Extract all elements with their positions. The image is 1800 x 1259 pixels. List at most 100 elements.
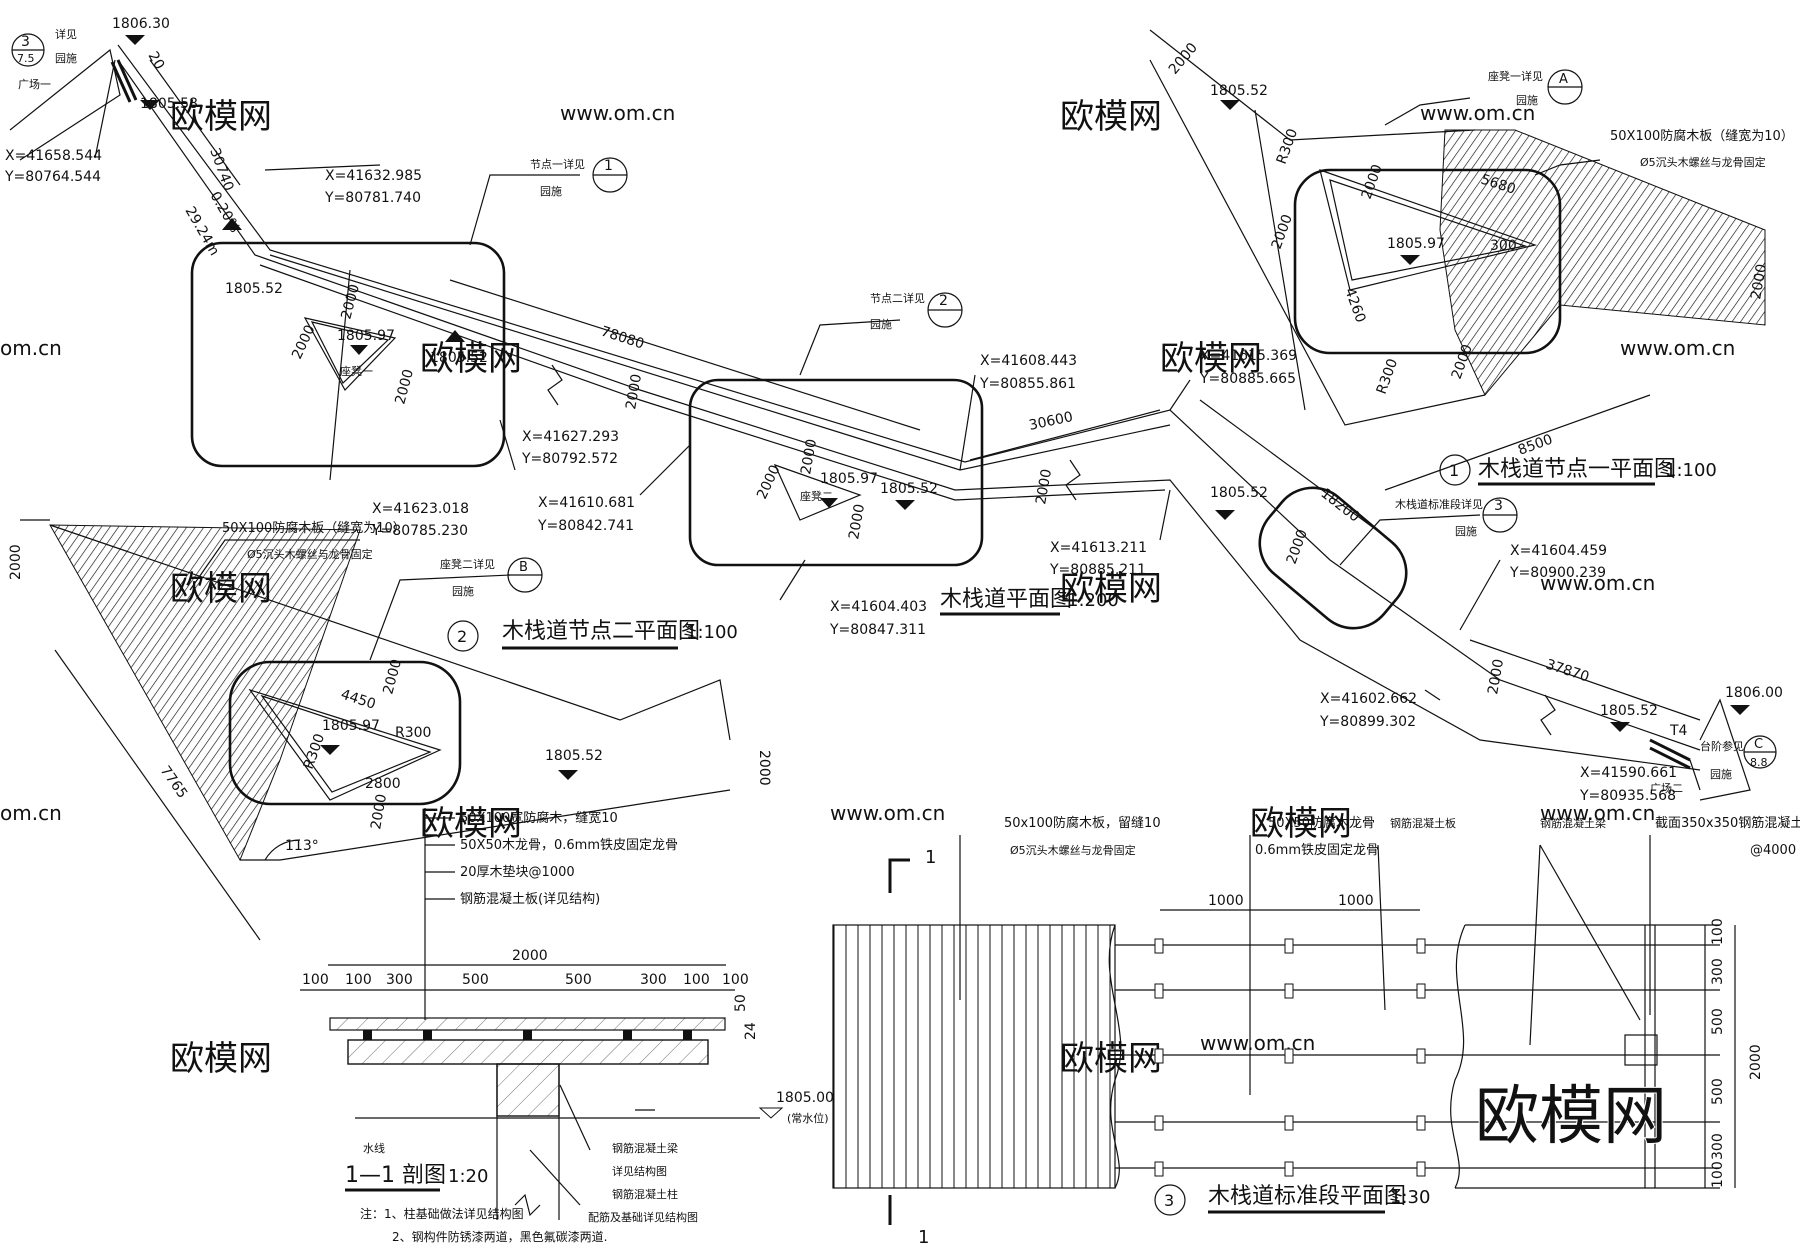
- section-cut-label: 1: [918, 1227, 929, 1248]
- seat2-inner: [260, 694, 432, 793]
- block: [1416, 1115, 1426, 1131]
- detail-ref-sheet: 8.8: [1750, 756, 1768, 769]
- watermark-layer: www.om.cn www.om.cn www.om.cn om.cn www.…: [0, 97, 1735, 1079]
- dim-line: [1254, 109, 1306, 411]
- dimension-text: 20: [145, 49, 168, 72]
- joist-blocks: [1154, 938, 1426, 1177]
- concrete-slab: [347, 1039, 709, 1065]
- block: [1154, 983, 1164, 999]
- leader-line: [1689, 759, 1701, 791]
- watermark-brand: 欧模网: [420, 804, 522, 844]
- node2-highlight-box: [688, 378, 984, 567]
- title-number-circle: [447, 620, 479, 652]
- dimension-text: 7765: [157, 763, 191, 801]
- section-cut-label: 1: [925, 847, 936, 868]
- plaza-label: 广场一: [18, 77, 51, 91]
- section-note: 钢筋混凝土梁: [612, 1141, 678, 1155]
- coordinate-x: X=41613.211: [1050, 540, 1147, 556]
- dimension-text: 8500: [1516, 432, 1555, 459]
- standard-segment-plan: 1 1 50x100防腐木板，留缝10 Ø5沉头木螺丝与龙骨固定 50X50防腐…: [832, 815, 1800, 1248]
- seat1-inner: [1329, 179, 1528, 281]
- standard-note: Ø5沉头木螺丝与龙骨固定: [1010, 843, 1136, 857]
- dimension-text: 30600: [1028, 409, 1075, 434]
- standard-note: 0.6mm铁皮固定龙骨: [1255, 843, 1379, 858]
- node2-plan: B 座凳二详见 园施 50X100防腐木板（缝宽为10） Ø5沉头木螺丝与龙骨固…: [8, 519, 772, 941]
- dimension-text: 2000: [1033, 468, 1055, 506]
- leader-line: [1159, 489, 1171, 541]
- plaza2-edge: [1699, 698, 1751, 801]
- dimension-text: 2000: [289, 323, 319, 362]
- watermark-site: www.om.cn: [1540, 801, 1655, 825]
- coordinate-x: X=41632.985: [325, 168, 422, 184]
- dim-line: [969, 409, 1161, 461]
- brand-logo: 欧模网: [1475, 1080, 1667, 1154]
- detail-ref-label: 木栈道标准段详见: [1395, 497, 1483, 511]
- walkway-edge: [240, 789, 731, 861]
- watermark-site: www.om.cn: [1200, 1031, 1315, 1055]
- elevation-label: 1805.52: [430, 350, 488, 366]
- detail-ref-sub: 园施: [1710, 768, 1732, 781]
- elevation-marker: [1215, 510, 1235, 520]
- elevation-marker: [558, 770, 578, 780]
- dimension-text: 37870: [1544, 657, 1591, 686]
- detail-ref-number: B: [519, 560, 528, 575]
- elevation-label: 1806.30: [112, 16, 170, 32]
- standard-note: 钢筋混凝土板: [1390, 816, 1456, 830]
- water-label: 水线: [363, 1141, 385, 1155]
- plaza1-edge: [9, 48, 121, 161]
- detail-ref-number: C: [1754, 737, 1763, 752]
- dimension-text: 2000: [512, 948, 548, 964]
- block: [1284, 1161, 1294, 1177]
- elevation-marker: [895, 500, 915, 510]
- detail-ref-sub: 园施: [870, 318, 892, 331]
- seat1-outline: [1319, 169, 1538, 291]
- dim-line: [54, 649, 261, 941]
- elevation-marker: [140, 100, 160, 110]
- leader-line: [1169, 379, 1191, 411]
- dim-line: [449, 279, 921, 431]
- dimension-text: 2000: [338, 282, 363, 321]
- block: [1154, 1048, 1164, 1064]
- section-note: 钢筋混凝土板(详见结构): [460, 891, 600, 907]
- annotation-note: 50X100防腐木板（缝宽为10）: [1610, 128, 1794, 144]
- leader-line: [94, 59, 116, 159]
- dimension-text: 18200: [1318, 486, 1363, 526]
- elevation-marker: [320, 745, 340, 755]
- detail-ref-sub: 园施: [452, 585, 474, 598]
- standard-note: 截面350x350钢筋混凝土柱: [1655, 815, 1800, 831]
- title-number: 2: [457, 627, 467, 646]
- standard-scale: 1:30: [1390, 1187, 1430, 1208]
- watermark-site: om.cn: [0, 336, 62, 360]
- watermark-site: om.cn: [0, 801, 62, 825]
- dimension-text: 500: [1710, 1008, 1726, 1035]
- dimension-text: 300: [1710, 958, 1726, 985]
- dimension-text: 2000: [1748, 1044, 1764, 1080]
- leader-line: [779, 559, 806, 601]
- leader-line: [1424, 689, 1441, 701]
- detail-ref-number: 3: [21, 34, 30, 50]
- elevation-label: 1805.52: [225, 281, 283, 297]
- dimension-text: 500: [462, 972, 489, 988]
- section-1-1: 50X100宽防腐木，缝宽10 50X50木龙骨，0.6mm铁皮固定龙骨 20厚…: [300, 808, 834, 1244]
- block: [1284, 938, 1294, 954]
- detail-ref-sheet: 7.5: [17, 52, 35, 65]
- leader-line: [639, 444, 691, 496]
- watermark-site: www.om.cn: [1540, 571, 1655, 595]
- dimension-text: 100: [345, 972, 372, 988]
- block: [1284, 1115, 1294, 1131]
- note-line: 2、钢构件防锈漆两道，黑色氟碳漆两道.: [392, 1229, 607, 1244]
- watermark-site: www.om.cn: [830, 801, 945, 825]
- dim-line: [1199, 399, 1391, 541]
- step-marker: [1649, 738, 1691, 762]
- dimension-text: 50: [733, 994, 749, 1012]
- elevation-label: 1805.97: [820, 471, 878, 487]
- coordinate-x: X=41610.681: [538, 495, 635, 511]
- section-note: 钢筋混凝土柱: [612, 1187, 678, 1201]
- leader-line: [469, 174, 580, 246]
- coordinate-y: Y=80842.741: [537, 518, 634, 534]
- leader-line: [1384, 97, 1471, 126]
- leader-line: [1339, 514, 1481, 566]
- dimension-text: 300: [1710, 1133, 1726, 1160]
- watermark-brand: 欧模网: [1060, 97, 1162, 137]
- coordinate-y: Y=80935.568: [1579, 788, 1676, 804]
